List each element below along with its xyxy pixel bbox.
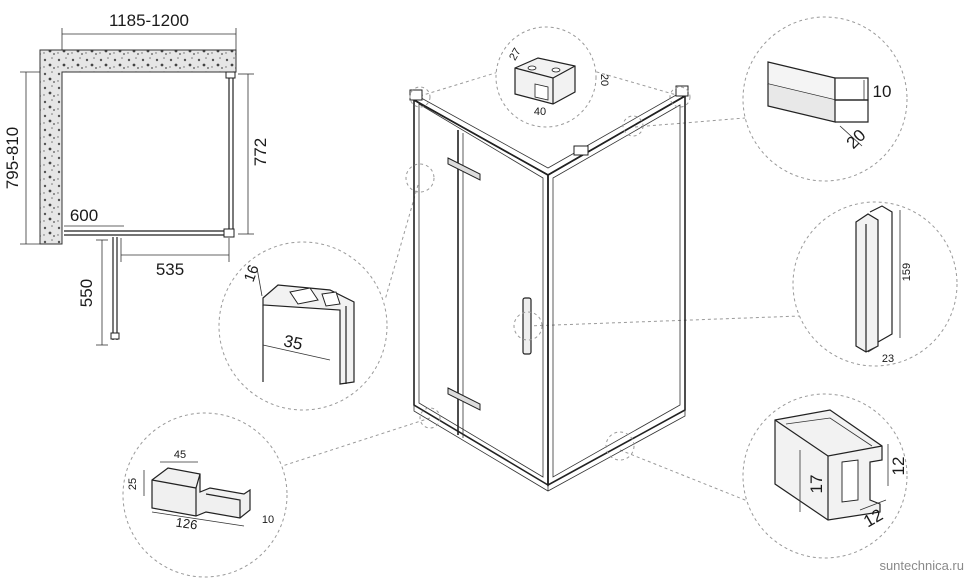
plan-view: 1185-1200 795-810 772 600 535 550 [3,11,270,346]
width-dimension: 1185-1200 [109,11,189,30]
hinge-dim-c: 126 [175,515,199,533]
bracket-dim-c: 40 [534,106,546,118]
handle-dim-a: 159 [901,263,913,281]
hinge-dim-b: 25 [127,478,139,490]
top-profile-dim-a: 10 [873,82,892,101]
bottom-profile-dim-a: 17 [807,475,826,494]
door-dimension: 600 [70,206,98,225]
bracket-dim-a: 27 [507,46,524,63]
wall-profile-dim-b: 35 [282,331,304,354]
detail-bracket: 27 20 40 [495,26,610,128]
detail-bottom-profile: 17 12 12 [742,393,908,559]
hinge-dim-d: 10 [262,514,274,526]
depth-dimension: 795-810 [3,127,22,189]
wall-profile-dim-a: 16 [241,263,263,284]
watermark: suntechnica.ru [879,558,964,573]
hinge-dim-a: 45 [174,449,186,461]
enclosure-isometric [409,85,689,492]
callout-markers [405,86,691,461]
bracket-dim-b: 20 [598,74,610,86]
detail-top-profile: 10 20 [742,16,908,182]
swing-dimension: 550 [77,279,96,307]
side-dimension: 772 [251,138,270,166]
detail-wall-profile: 35 16 [218,241,388,411]
detail-handle: 159 23 [792,201,958,367]
detail-hinge: 45 25 126 10 [122,412,288,578]
handle-dim-b: 23 [882,353,894,365]
leader-lines [269,69,801,503]
offset-dimension: 535 [156,260,184,279]
bottom-profile-dim-b: 12 [889,457,908,476]
